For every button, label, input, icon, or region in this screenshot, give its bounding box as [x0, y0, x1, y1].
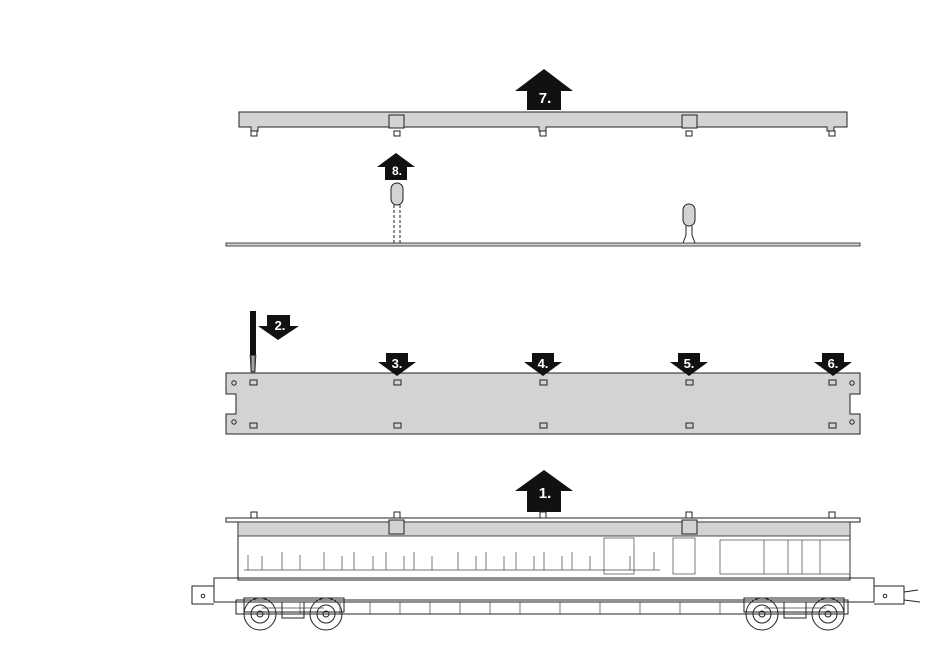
light-bulb-icon	[391, 183, 403, 205]
roof-strip	[239, 112, 847, 136]
step-7-label: 7.	[539, 90, 552, 107]
step-8-label: 8.	[392, 164, 402, 178]
step-1-arrow: 1.	[515, 470, 573, 512]
light-bulb-removed	[391, 183, 403, 243]
screwdriver-icon	[250, 311, 256, 372]
light-bulb-icon	[683, 204, 695, 226]
step-4-label: 4.	[538, 356, 549, 371]
step-1-label: 1.	[539, 485, 552, 502]
light-bulb-installed	[683, 204, 695, 243]
step-3-label: 3.	[392, 356, 403, 371]
light-strip	[226, 243, 860, 246]
step-8-arrow: 8.	[377, 153, 415, 180]
step-5-label: 5.	[684, 356, 695, 371]
railcar-assembled	[192, 512, 920, 630]
window-panel	[226, 373, 860, 434]
step-2-label: 2.	[275, 318, 286, 333]
step-2-arrow: 2.	[258, 315, 299, 340]
step-7-arrow: 7.	[515, 69, 573, 110]
step-6-label: 6.	[828, 356, 839, 371]
